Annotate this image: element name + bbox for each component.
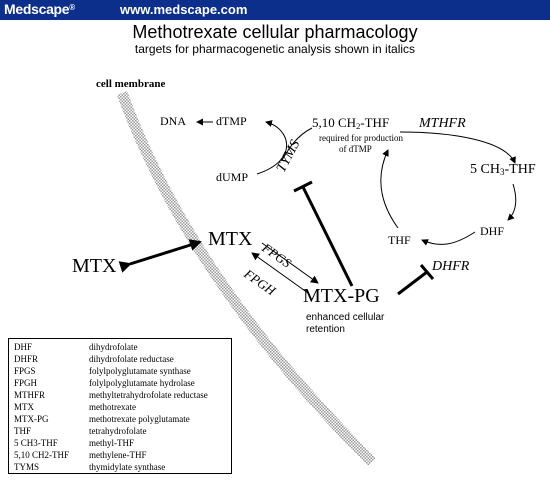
ch3thf-to-dhf-arrow xyxy=(507,183,517,221)
mtx-extracellular-label: MTX xyxy=(72,255,117,277)
thf-note-line1: required for production xyxy=(319,133,403,143)
tyms-reaction-arrow xyxy=(256,120,287,175)
fpgs-arrow xyxy=(261,242,319,284)
folate-to-tyms-line xyxy=(281,127,313,161)
dhf-label: DHF xyxy=(480,224,505,238)
tyms-inhibition-bar xyxy=(293,180,313,193)
slide-title: Methotrexate cellular pharmacology xyxy=(132,22,418,42)
cell-membrane xyxy=(116,91,376,466)
retention-line1: enhanced cellular xyxy=(306,312,385,323)
methylene-thf-label: 5,10 CH2-THF xyxy=(312,115,390,131)
dhfr-inhibition-bar xyxy=(419,264,435,280)
fpgh-arrow xyxy=(251,252,309,294)
site-url-link[interactable]: www.medscape.com xyxy=(120,2,248,17)
slide-subtitle: targets for pharmacogenetic analysis sho… xyxy=(134,42,416,56)
tyms-inhibition-line xyxy=(301,186,354,287)
medscape-logo[interactable]: Medscape® xyxy=(4,1,75,17)
header-bar: Medscape® www.medscape.com xyxy=(0,0,550,20)
mthfr-arrow xyxy=(399,131,516,164)
dhfr-reaction-arrow xyxy=(421,231,476,246)
dhfr-label: DHFR xyxy=(432,259,470,274)
mtx-intracellular-label: MTX xyxy=(208,228,253,250)
thf-to-510-arrow xyxy=(380,149,399,229)
mthfr-label: MTHFR xyxy=(419,116,466,131)
methyl-thf-label: 5 CH3-THF xyxy=(470,162,536,177)
mtx-pg-label: MTX-PG xyxy=(303,285,380,307)
dump-label: dUMP xyxy=(216,170,249,184)
dhfr-inhibition-line xyxy=(397,270,428,296)
dna-label: DNA xyxy=(160,114,186,128)
transport-arrow xyxy=(118,239,202,273)
dtmp-label: dTMP xyxy=(216,114,247,128)
cell-membrane-label: cell membrane xyxy=(96,78,166,90)
retention-line2: retention xyxy=(306,324,345,335)
thf-note-line2: of dTMP xyxy=(339,144,372,154)
thf-label: THF xyxy=(388,233,411,247)
